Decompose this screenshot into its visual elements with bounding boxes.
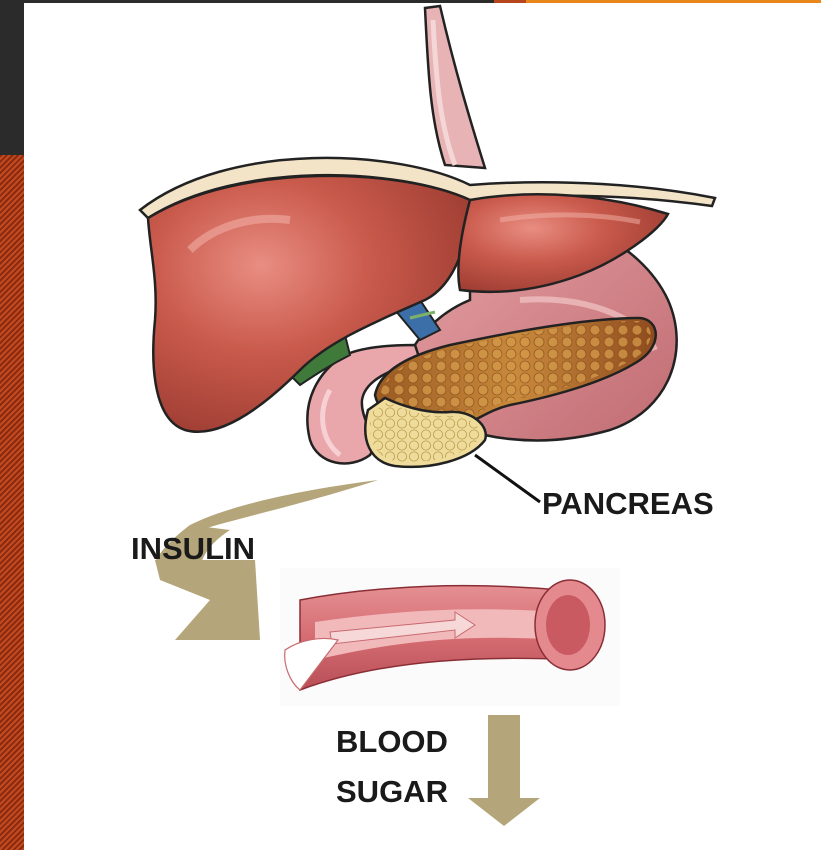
anatomy-illustration	[24, 0, 821, 850]
esophagus	[425, 6, 485, 168]
blood-vessel	[280, 568, 620, 706]
slide-dark-corner	[0, 0, 24, 155]
pancreas-pointer-line	[475, 455, 540, 502]
pancreas-label: PANCREAS	[542, 486, 714, 522]
blood-label: BLOOD	[336, 724, 448, 760]
blood-sugar-down-arrow	[468, 715, 540, 826]
slide-hatched-border	[0, 155, 24, 850]
insulin-label: INSULIN	[131, 531, 255, 567]
sugar-label: SUGAR	[336, 774, 448, 810]
